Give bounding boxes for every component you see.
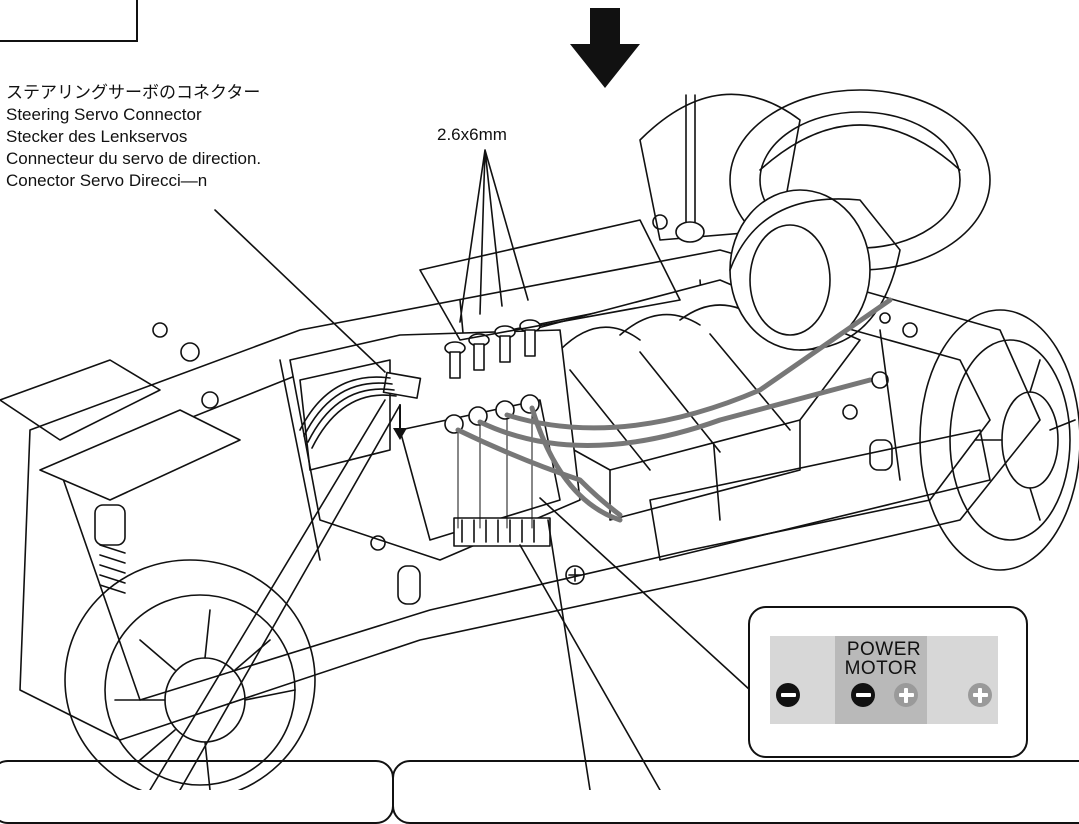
screws — [444, 319, 541, 379]
steering-servo-plug — [299, 371, 422, 449]
plus-terminal-icon — [894, 683, 918, 707]
motor-wires — [455, 297, 893, 523]
front-right-wheel — [919, 309, 1079, 571]
terminal-legend: POWER MOTOR — [770, 636, 998, 724]
motor — [729, 189, 901, 351]
terminal-block — [453, 517, 551, 547]
bottom-right-detail-panel — [392, 760, 1079, 824]
screw-size-label: 2.6x6mm — [437, 125, 507, 144]
motor-label: MOTOR — [844, 658, 918, 679]
rear-left-wheel — [639, 93, 801, 241]
front-left-wheel — [64, 559, 316, 790]
bottom-left-detail-panel — [0, 760, 394, 824]
callout-es: Conector Servo Direcci—n — [6, 171, 208, 190]
callout-fr: Connecteur du servo de direction. — [6, 149, 262, 168]
callout-en: Steering Servo Connector — [6, 105, 202, 124]
chassis-illustration — [0, 8, 1079, 790]
servo-leader-line — [214, 209, 386, 373]
plus-terminal-icon — [968, 683, 992, 707]
insert-direction-arrow — [570, 8, 640, 88]
steering-servo-callout: ステアリングサーボのコネクター Steering Servo Connector… — [6, 82, 261, 192]
minus-terminal-icon — [776, 683, 800, 707]
power-terminal-panel: POWER MOTOR — [748, 606, 1028, 758]
motor-zone — [835, 636, 927, 724]
callout-jp: ステアリングサーボのコネクター — [6, 83, 261, 102]
top-frame-box — [0, 0, 138, 42]
power-label: POWER — [846, 639, 922, 660]
callout-de: Stecker des Lenkservos — [6, 127, 188, 146]
minus-terminal-icon — [851, 683, 875, 707]
left-suspension — [0, 322, 241, 594]
screw-leader-lines — [459, 149, 529, 323]
antenna-post — [685, 94, 696, 223]
